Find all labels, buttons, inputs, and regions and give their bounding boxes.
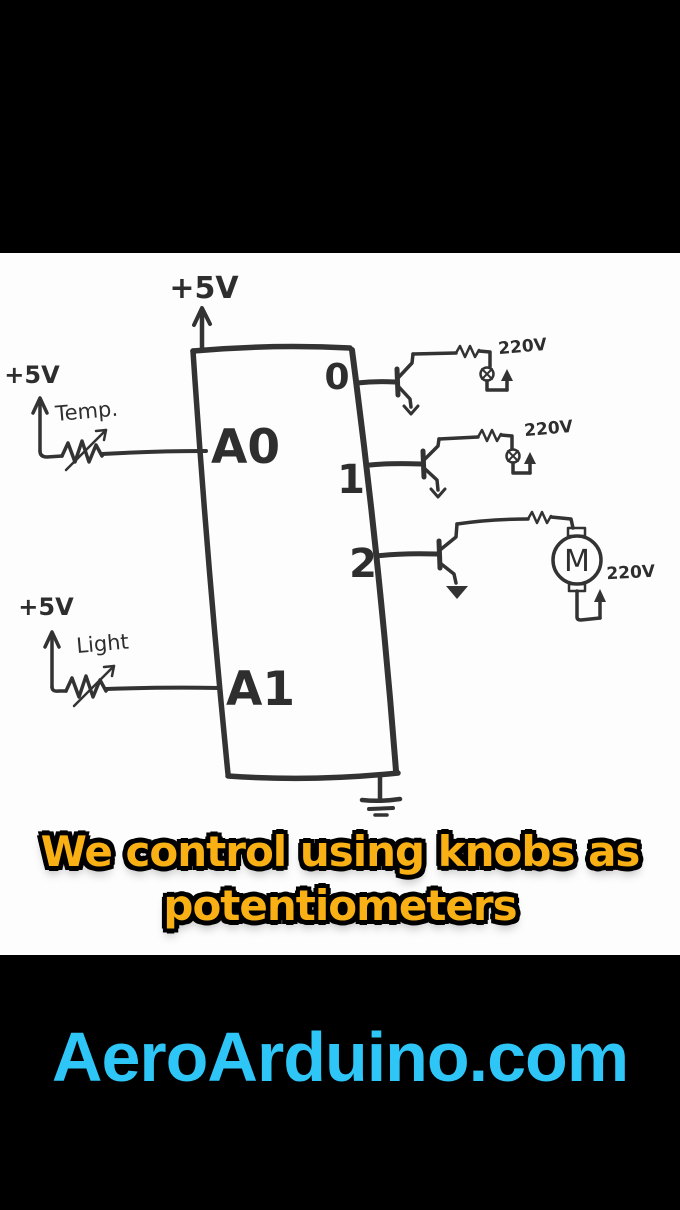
circuit-schematic: +5V +5V Temp. A0 +5V Light A1 (4, 271, 656, 817)
output-2-circuit (374, 510, 606, 622)
light-pot-circuit (43, 630, 221, 708)
output-1-pin-label: 1 (337, 457, 365, 503)
caption-line-2: potentiometers (163, 881, 517, 930)
controller-box (190, 343, 401, 782)
output-1-voltage-label: 220V (523, 417, 574, 441)
mains-arrow-0 (501, 369, 513, 381)
temp-pot-circuit (31, 396, 208, 472)
caption-line-1: We control using knobs as (40, 827, 641, 876)
ground-arrow-0 (402, 404, 420, 416)
resistor-0 (454, 344, 481, 359)
caption-text: We control using knobs as potentiometers (0, 825, 680, 933)
mains-arrow-1 (524, 452, 536, 464)
vcc-top-arrow (192, 306, 212, 351)
ground-symbol (359, 772, 403, 817)
bottom-letterbox-bar: AeroArduino.com (0, 955, 680, 1210)
vcc-light-label: +5V (18, 593, 74, 621)
vcc-temp-label: +5V (4, 361, 60, 389)
temp-pot-resistor (60, 439, 104, 464)
output-0-circuit (354, 344, 513, 416)
resistor-2 (526, 510, 553, 525)
ground-arrow-2 (446, 586, 468, 599)
pin-a0-label: A0 (211, 420, 280, 475)
site-watermark: AeroArduino.com (51, 1018, 629, 1096)
ground-arrow-1 (429, 487, 447, 499)
output-1-circuit (367, 428, 536, 499)
pin-a1-label: A1 (226, 662, 295, 717)
transistor-0 (394, 366, 401, 398)
output-0-pin-label: 0 (324, 357, 349, 398)
output-2-pin-label: 2 (349, 541, 377, 587)
motor-label: M (564, 544, 590, 579)
vcc-top-label: +5V (169, 271, 239, 306)
output-0-voltage-label: 220V (497, 335, 548, 359)
temp-label: Temp. (53, 397, 119, 426)
output-2-voltage-label: 220V (606, 562, 656, 585)
light-label: Light (75, 630, 129, 658)
light-pot-wiper-arrow (72, 664, 116, 708)
resistor-1 (476, 428, 503, 443)
transistor-1 (420, 448, 427, 480)
mains-arrow-2 (594, 589, 606, 602)
schematic-panel: +5V +5V Temp. A0 +5V Light A1 (0, 253, 680, 955)
temp-pot-wiper-arrow (64, 428, 108, 472)
top-letterbox-bar (0, 0, 680, 253)
